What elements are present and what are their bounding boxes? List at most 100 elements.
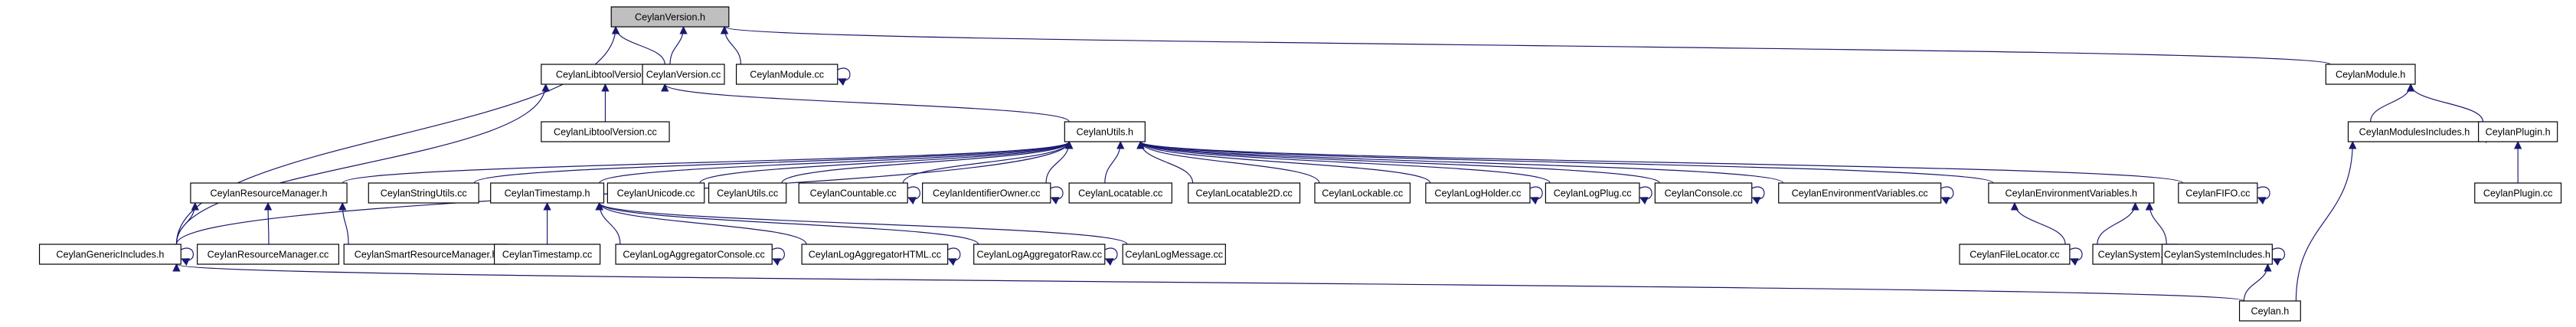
graph-node[interactable]: CeylanLogAggregatorRaw.cc [973, 244, 1106, 265]
graph-node[interactable]: CeylanLibtoolVersion.cc [541, 121, 670, 142]
dependency-edge [342, 140, 1074, 184]
node-box [922, 182, 1051, 204]
node-label: CeylanResourceManager.cc [208, 248, 329, 260]
node-box [541, 121, 670, 142]
node-label: CeylanLockable.cc [1322, 187, 1404, 198]
node-label: CeylanFIFO.cc [2185, 187, 2251, 198]
self-loop-edge [947, 247, 961, 267]
graph-node[interactable]: CeylanUnicode.cc [606, 182, 705, 204]
graph-node[interactable]: CeylanLogPlug.cc [1545, 182, 1640, 204]
self-loop-edge [1639, 186, 1652, 205]
node-box [1654, 182, 1753, 204]
node-label: CeylanResourceManager.h [210, 187, 327, 198]
graph-node[interactable]: CeylanEnvironmentVariables.h [1988, 182, 2155, 204]
node-box [606, 182, 705, 204]
node-box [615, 244, 773, 265]
self-loop-edge [181, 247, 194, 267]
self-loop-edge [1529, 186, 1543, 205]
graph-node[interactable]: CeylanLogHolder.cc [1425, 182, 1531, 204]
node-label: CeylanSystemIncludes.h [2164, 248, 2270, 260]
dependency-edge [473, 140, 1074, 184]
node-label: CeylanStringUtils.cc [381, 187, 468, 198]
graph-node[interactable]: CeylanLogAggregatorHTML.cc [801, 244, 949, 265]
dependency-edge [2295, 140, 2357, 302]
dependency-edge [720, 25, 741, 65]
node-box [1778, 182, 1942, 204]
graph-node[interactable]: CeylanUtils.h [1064, 121, 1146, 142]
node-label: CeylanUtils.h [1077, 126, 1133, 137]
graph-node[interactable]: CeylanModule.cc [735, 64, 839, 85]
node-box [1959, 244, 2071, 265]
node-label: CeylanLogMessage.cc [1125, 248, 1223, 260]
node-label: CeylanSystem.cc [2098, 248, 2173, 260]
node-label: CeylanConsole.cc [1665, 187, 1743, 198]
dependency-edge [595, 201, 807, 245]
graph-node[interactable]: CeylanVersion.h [610, 6, 730, 28]
dependency-edge [1136, 140, 1784, 184]
dependency-edge [669, 25, 688, 65]
node-box [190, 182, 348, 204]
graph-node[interactable]: CeylanFIFO.cc [2178, 182, 2258, 204]
dependency-edge [902, 140, 1074, 184]
graph-node[interactable]: CeylanGenericIncludes.h [38, 244, 181, 265]
self-loop-edge [1104, 247, 1118, 267]
graph-node[interactable]: CeylanPlugin.cc [2474, 182, 2562, 204]
dependency-edge [2370, 83, 2415, 123]
dependency-edge [175, 83, 550, 245]
graph-node[interactable]: CeylanIdentifierOwner.cc [922, 182, 1051, 204]
self-loop-edge [771, 247, 785, 267]
graph-node[interactable]: CeylanUtils.cc [708, 182, 787, 204]
node-box [1314, 182, 1411, 204]
node-box [610, 6, 730, 28]
graph-node[interactable]: CeylanVersion.cc [642, 64, 725, 85]
graph-node[interactable]: CeylanLockable.cc [1314, 182, 1411, 204]
node-box [2474, 182, 2562, 204]
node-label: CeylanUnicode.cc [617, 187, 695, 198]
node-label: CeylanUtils.cc [717, 187, 779, 198]
dependency-edge [781, 140, 1074, 184]
graph-node[interactable]: CeylanLogAggregatorConsole.cc [615, 244, 773, 265]
dependency-edge [1104, 140, 1125, 184]
graph-node[interactable]: CeylanLocatable.cc [1068, 182, 1172, 204]
graph-node[interactable]: CeylanConsole.cc [1654, 182, 1753, 204]
dependency-edge [2145, 201, 2167, 245]
node-label: CeylanCountable.cc [810, 187, 897, 198]
node-label: CeylanLibtoolVersion.h [556, 68, 655, 80]
dependency-edge [1136, 140, 1994, 184]
graph-node[interactable]: CeylanPlugin.h [2478, 121, 2558, 142]
graph-node[interactable]: CeylanTimestamp.h [490, 182, 605, 204]
dependency-edge [595, 201, 1128, 245]
graph-node[interactable]: CeylanResourceManager.h [190, 182, 348, 204]
graph-node[interactable]: CeylanFileLocator.cc [1959, 244, 2071, 265]
dependency-edge [263, 201, 273, 245]
graph-node[interactable]: CeylanEnvironmentVariables.cc [1778, 182, 1942, 204]
node-label: CeylanIdentifierOwner.cc [933, 187, 1041, 198]
node-box [798, 182, 908, 204]
node-box [735, 64, 839, 85]
graph-node[interactable]: CeylanResourceManager.cc [197, 244, 339, 265]
dependency-edge [2243, 263, 2272, 302]
graph-node[interactable]: CeylanSmartResourceManager.h [343, 244, 508, 265]
dependency-edge [1136, 140, 1194, 184]
node-label: CeylanLogAggregatorHTML.cc [809, 248, 942, 260]
dependency-edge [661, 83, 1070, 123]
graph-node[interactable]: CeylanSystemIncludes.h [2161, 244, 2273, 265]
graph-node[interactable]: CeylanStringUtils.cc [368, 182, 479, 204]
graph-node[interactable]: Ceylan.h [2238, 300, 2301, 322]
graph-node[interactable]: CeylanTimestamp.cc [493, 244, 601, 265]
self-loop-edge [1050, 186, 1064, 205]
dependency-edge [2010, 201, 2066, 245]
self-loop-edge [2257, 186, 2270, 205]
node-label: CeylanTimestamp.h [505, 187, 590, 198]
dependency-edge [721, 25, 2331, 65]
self-loop-edge [1940, 186, 1954, 205]
graph-node[interactable]: CeylanModule.h [2325, 64, 2416, 85]
graph-node[interactable]: CeylanCountable.cc [798, 182, 908, 204]
graph-node[interactable]: CeylanLocatable2D.cc [1188, 182, 1301, 204]
node-box [708, 182, 787, 204]
node-box [2178, 182, 2258, 204]
node-box [2238, 300, 2301, 322]
graph-node[interactable]: CeylanLogMessage.cc [1122, 244, 1226, 265]
graph-node[interactable]: CeylanModulesIncludes.h [2347, 121, 2482, 142]
